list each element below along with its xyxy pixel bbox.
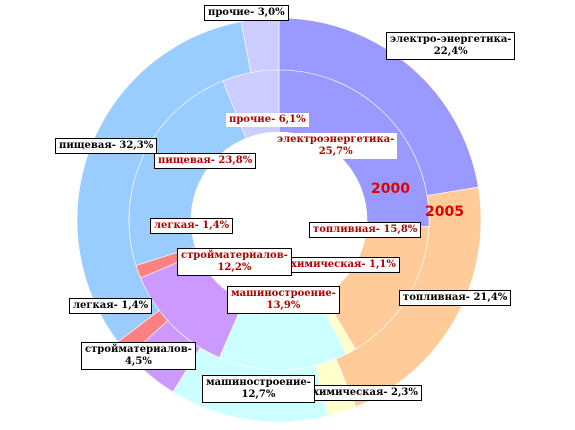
label-2000-stroy-name: стройматериалов- [181, 250, 288, 261]
label-2005-fuel: топливная- 21,4% [399, 290, 512, 306]
label-2000-light: легкая- 1,4% [150, 218, 234, 234]
label-2000-other-text: прочие- 6,1% [229, 114, 306, 125]
label-2005-fuel-text: топливная- 21,4% [403, 292, 508, 303]
label-2000-food: пищевая- 23,8% [154, 153, 257, 169]
label-2005-stroy: стройматериалов- 4,5% [81, 342, 196, 370]
series-name-outer: 2005 [425, 204, 464, 220]
label-2000-machine-name: машиностроение- [231, 288, 336, 299]
label-2000-electro-name: электроэнергетика- [277, 134, 395, 145]
label-2005-other-text: прочие- 3,0% [208, 7, 285, 18]
label-2000-machine: машиностроение- 13,9% [227, 286, 340, 314]
label-2000-fuel-text: топливная- 15,8% [313, 224, 418, 235]
label-2000-light-text: легкая- 1,4% [154, 220, 230, 231]
label-2005-food: пищевая- 32,3% [55, 138, 158, 154]
series-name-inner: 2000 [371, 181, 410, 197]
label-2005-food-text: пищевая- 32,3% [59, 140, 154, 151]
label-2000-chem: химическая- 1,1% [287, 257, 400, 273]
label-2005-machine-name: машиностроение- [206, 377, 311, 388]
label-2005-stroy-name: стройматериалов- [85, 344, 192, 355]
label-2005-stroy-value: 4,5% [124, 356, 152, 367]
label-2005-electro: электро-энергетика- 22,4% [386, 32, 516, 60]
label-2005-other: прочие- 3,0% [204, 5, 289, 21]
label-2000-machine-value: 13,9% [266, 300, 301, 311]
label-2000-other: прочие- 6,1% [226, 113, 309, 127]
label-2005-machine-value: 12,7% [241, 389, 276, 400]
label-2000-electro-value: 25,7% [318, 146, 353, 157]
label-2000-fuel: топливная- 15,8% [309, 222, 422, 238]
label-2005-chem-text: химическая- 2,3% [313, 387, 418, 398]
label-2005-light: легкая- 1,4% [69, 298, 153, 314]
label-2005-machine: машиностроение- 12,7% [202, 375, 315, 403]
label-2000-food-text: пищевая- 23,8% [158, 155, 253, 166]
label-2000-stroy: стройматериалов- 12,2% [177, 248, 292, 276]
label-2005-chem: химическая- 2,3% [309, 385, 422, 401]
label-2005-electro-value: 22,4% [433, 46, 468, 57]
label-2005-light-text: легкая- 1,4% [73, 300, 149, 311]
label-2000-stroy-value: 12,2% [217, 262, 252, 273]
label-2000-electro: электроэнергетика- 25,7% [274, 133, 398, 159]
label-2000-chem-text: химическая- 1,1% [291, 259, 396, 270]
label-2005-electro-name: электро-энергетика- [390, 34, 512, 45]
